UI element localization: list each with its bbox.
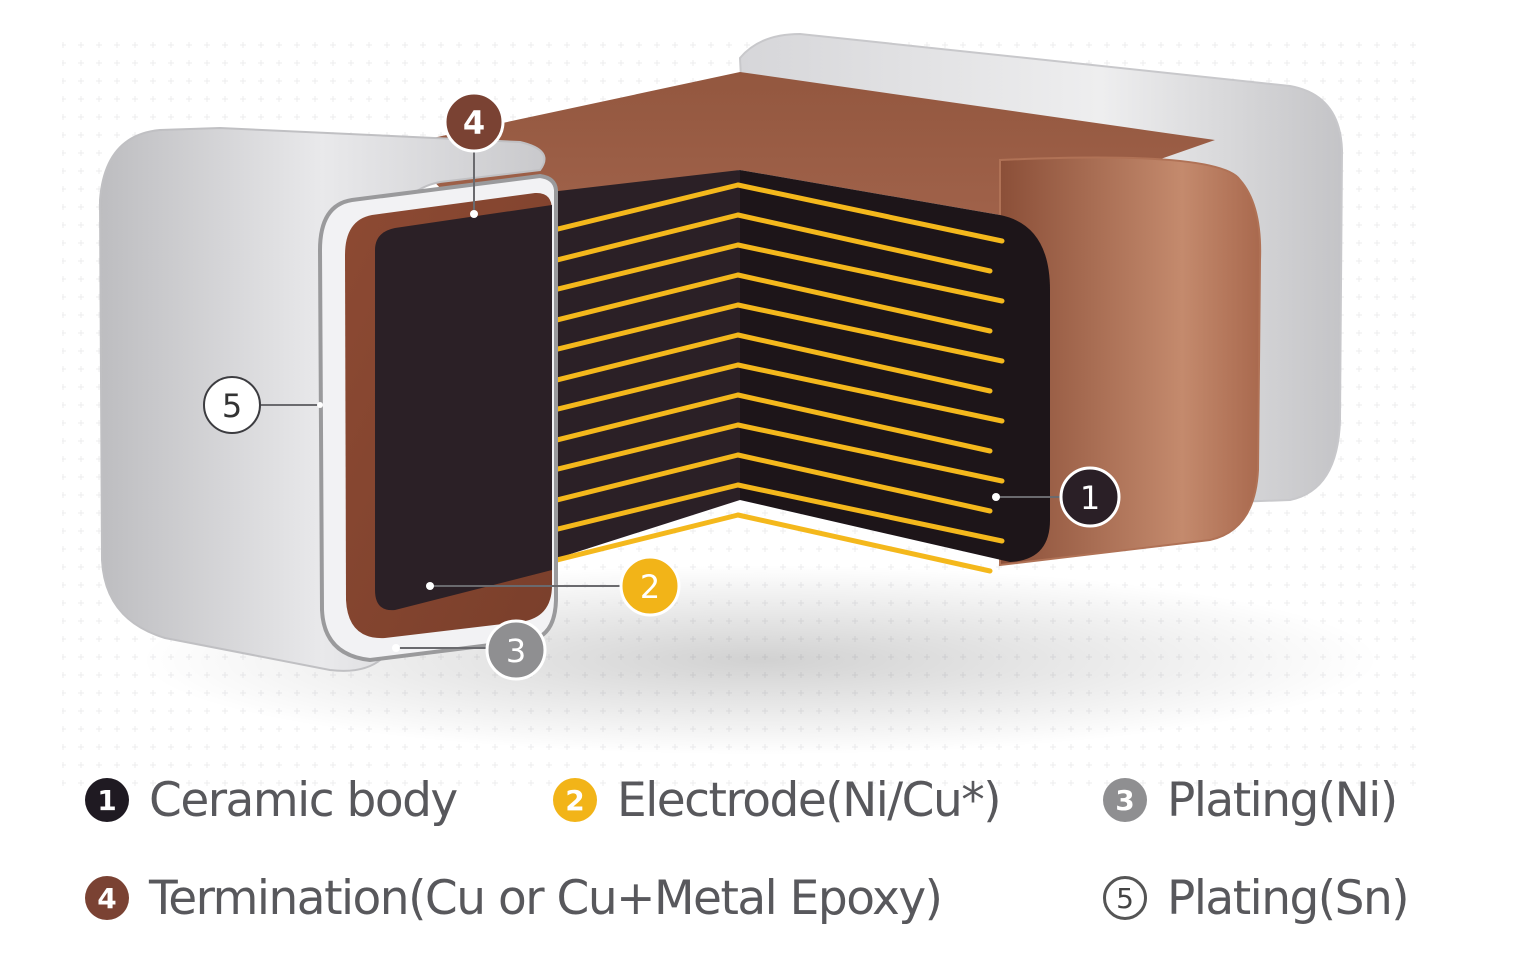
- legend-item-ceramic-body: 1 Ceramic body: [85, 772, 458, 828]
- legend-badge-1: 1: [85, 778, 129, 822]
- electrode-layer: [735, 422, 1005, 484]
- electrode-layer: [735, 182, 1005, 244]
- electrode-layer: [735, 512, 993, 574]
- electrode-layer: [735, 302, 1005, 364]
- legend-item-plating-sn: 5 Plating(Sn): [1103, 870, 1410, 926]
- legend-label: Termination(Cu or Cu+Metal Epoxy): [149, 870, 943, 926]
- callout-2: 2: [619, 555, 681, 617]
- electrode-layer: [735, 362, 1005, 424]
- callout-1: 1: [1059, 466, 1121, 528]
- body-right-side: [999, 156, 1262, 567]
- legend-badge-3: 3: [1103, 778, 1147, 822]
- legend-badge-5: 5: [1103, 876, 1147, 920]
- callout-5-label: 5: [222, 387, 242, 425]
- callout-4: 4: [443, 91, 505, 153]
- legend-item-termination: 4 Termination(Cu or Cu+Metal Epoxy): [85, 870, 943, 926]
- callout-2-label: 2: [640, 568, 660, 606]
- callout-4-label: 4: [463, 104, 485, 142]
- legend-label: Electrode(Ni/Cu*): [617, 772, 1002, 828]
- legend-label: Ceramic body: [149, 772, 458, 828]
- electrode-layer: [735, 392, 993, 454]
- electrode-layer: [735, 482, 1005, 544]
- electrode-layer: [735, 332, 993, 394]
- ceramic-end-window: [375, 205, 552, 611]
- electrode-layer: [735, 272, 993, 334]
- legend-badge-2: 2: [553, 778, 597, 822]
- callout-1-label: 1: [1080, 479, 1100, 517]
- callout-3: 3: [485, 619, 547, 681]
- callout-3-label: 3: [506, 632, 526, 670]
- legend-badge-4: 4: [85, 876, 129, 920]
- legend-label: Plating(Ni): [1167, 772, 1398, 828]
- electrode-layer: [735, 212, 993, 274]
- electrodes-right: [735, 182, 1005, 574]
- legend-label: Plating(Sn): [1167, 870, 1410, 926]
- legend-item-plating-ni: 3 Plating(Ni): [1103, 772, 1398, 828]
- ceramic-right-face: [740, 170, 1050, 562]
- legend-item-electrode: 2 Electrode(Ni/Cu*): [553, 772, 1002, 828]
- callout-5: 5: [203, 376, 261, 434]
- mlcc-cutaway-illustration: 4 5 1 2 3: [62, 32, 1428, 790]
- electrode-layer: [735, 452, 993, 514]
- electrode-layer: [735, 242, 1005, 304]
